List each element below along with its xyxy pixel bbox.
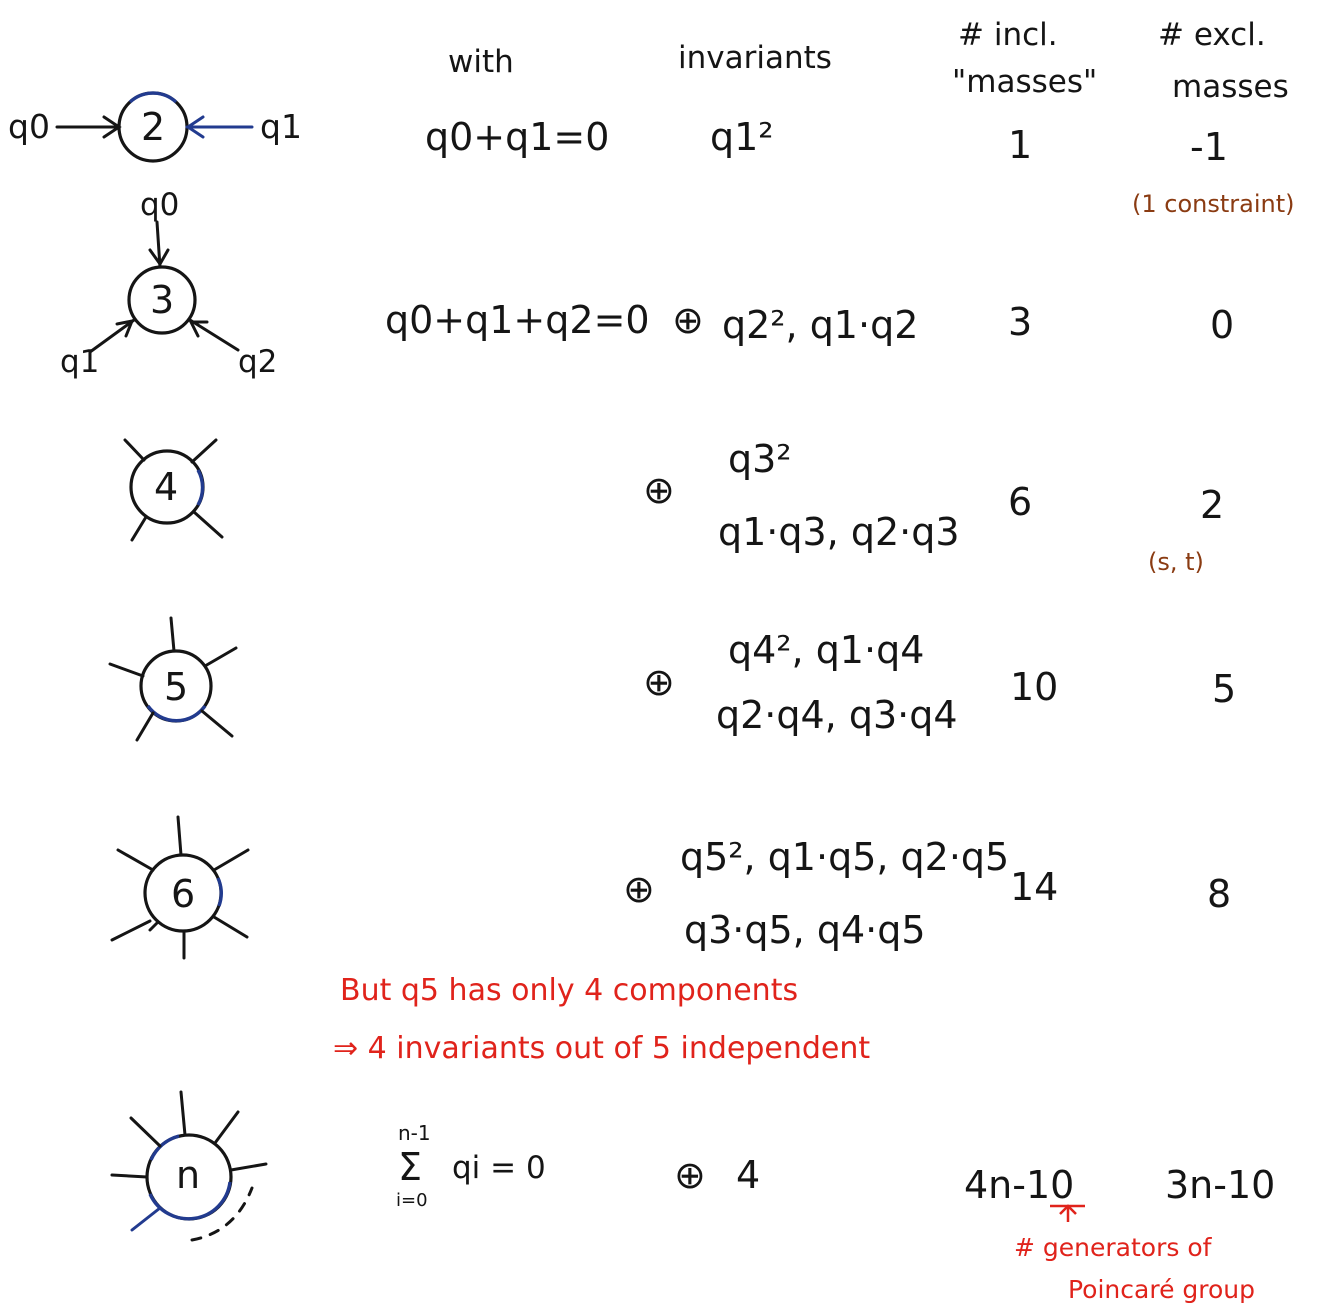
row-6-excl: 8 [1207, 872, 1231, 916]
vertex-3-leg-q1: q1 [60, 344, 99, 380]
red-note-line2: ⇒ 4 invariants out of 5 independent [333, 1031, 870, 1066]
row-2-incl: 1 [1008, 123, 1032, 167]
row-2-with: q0+q1=0 [425, 115, 609, 159]
row-4-excl: 2 [1200, 483, 1224, 527]
row-3-invariants: q2², q1·q2 [722, 303, 918, 347]
vertex-4: 4 [123, 438, 224, 542]
row-n-oplus: ⊕ [674, 1153, 706, 1197]
generators-note-line1: # generators of [1014, 1233, 1213, 1262]
vertex-5: 5 [108, 616, 238, 742]
row-5-excl: 5 [1212, 667, 1236, 711]
row-5-invariant-1: q4², q1·q4 [728, 628, 924, 672]
row-3-oplus: ⊕ [672, 298, 704, 342]
vertex-3-label: 3 [150, 278, 174, 322]
row-5-oplus: ⊕ [643, 660, 675, 704]
header-incl-line2: "masses" [952, 64, 1097, 100]
row-2-excl: -1 [1190, 125, 1228, 169]
vertex-2-leg-q1: q1 [260, 107, 302, 146]
vertex-6: 6 [110, 815, 250, 960]
row-6-invariant-2: q3·q5, q4·q5 [684, 908, 926, 952]
vertex-n: n [110, 1090, 268, 1242]
row-n-with-bottom: i=0 [396, 1190, 428, 1211]
row-6-oplus: ⊕ [623, 867, 655, 911]
vertex-n-label: n [176, 1153, 200, 1197]
row-3-incl: 3 [1008, 300, 1032, 344]
vertex-2-label: 2 [141, 105, 165, 149]
row-4-excl-note: (s, t) [1148, 548, 1204, 576]
row-3-excl: 0 [1210, 303, 1234, 347]
row-n-incl: 4n-10 [964, 1163, 1074, 1207]
header-excl-line2: masses [1172, 69, 1289, 105]
red-note-line1: But q5 has only 4 components [340, 973, 798, 1008]
row-4-invariant-2: q1·q3, q2·q3 [718, 510, 960, 554]
row-4-oplus: ⊕ [643, 468, 675, 512]
row-2-excl-note: (1 constraint) [1132, 190, 1295, 218]
row-3-with: q0+q1+q2=0 [385, 298, 650, 342]
row-5-incl: 10 [1010, 665, 1058, 709]
row-n-excl: 3n-10 [1165, 1163, 1275, 1207]
vertex-6-label: 6 [171, 872, 195, 916]
generators-note-line2: Poincaré group [1068, 1275, 1255, 1304]
vertex-3: 3 q0 q1 q2 [60, 187, 277, 380]
row-n-with-sum: Σ [398, 1145, 422, 1189]
vertex-3-leg-q2: q2 [238, 344, 277, 380]
generators-pointer [1050, 1204, 1085, 1222]
row-5-invariant-2: q2·q4, q3·q4 [716, 693, 958, 737]
row-n-with-body: qi = 0 [452, 1150, 546, 1186]
row-4-incl: 6 [1008, 480, 1032, 524]
header-invariants: invariants [678, 40, 832, 76]
row-6-incl: 14 [1010, 865, 1058, 909]
row-6-invariant-1: q5², q1·q5, q2·q5 [680, 835, 1009, 879]
vertex-4-label: 4 [154, 465, 178, 509]
vertex-2: 2 q0 q1 [8, 91, 302, 163]
vertex-2-leg-q0: q0 [8, 107, 50, 146]
row-n-with-top: n-1 [398, 1121, 431, 1145]
row-2-invariant: q1² [710, 115, 774, 159]
row-4-invariant-1: q3² [728, 437, 792, 481]
vertex-3-leg-q0: q0 [140, 187, 179, 223]
header-with: with [448, 44, 514, 80]
row-n-invariant: 4 [736, 1153, 760, 1197]
vertex-5-label: 5 [164, 665, 188, 709]
header-excl-line1: # excl. [1158, 17, 1266, 53]
header-incl-line1: # incl. [958, 17, 1058, 53]
